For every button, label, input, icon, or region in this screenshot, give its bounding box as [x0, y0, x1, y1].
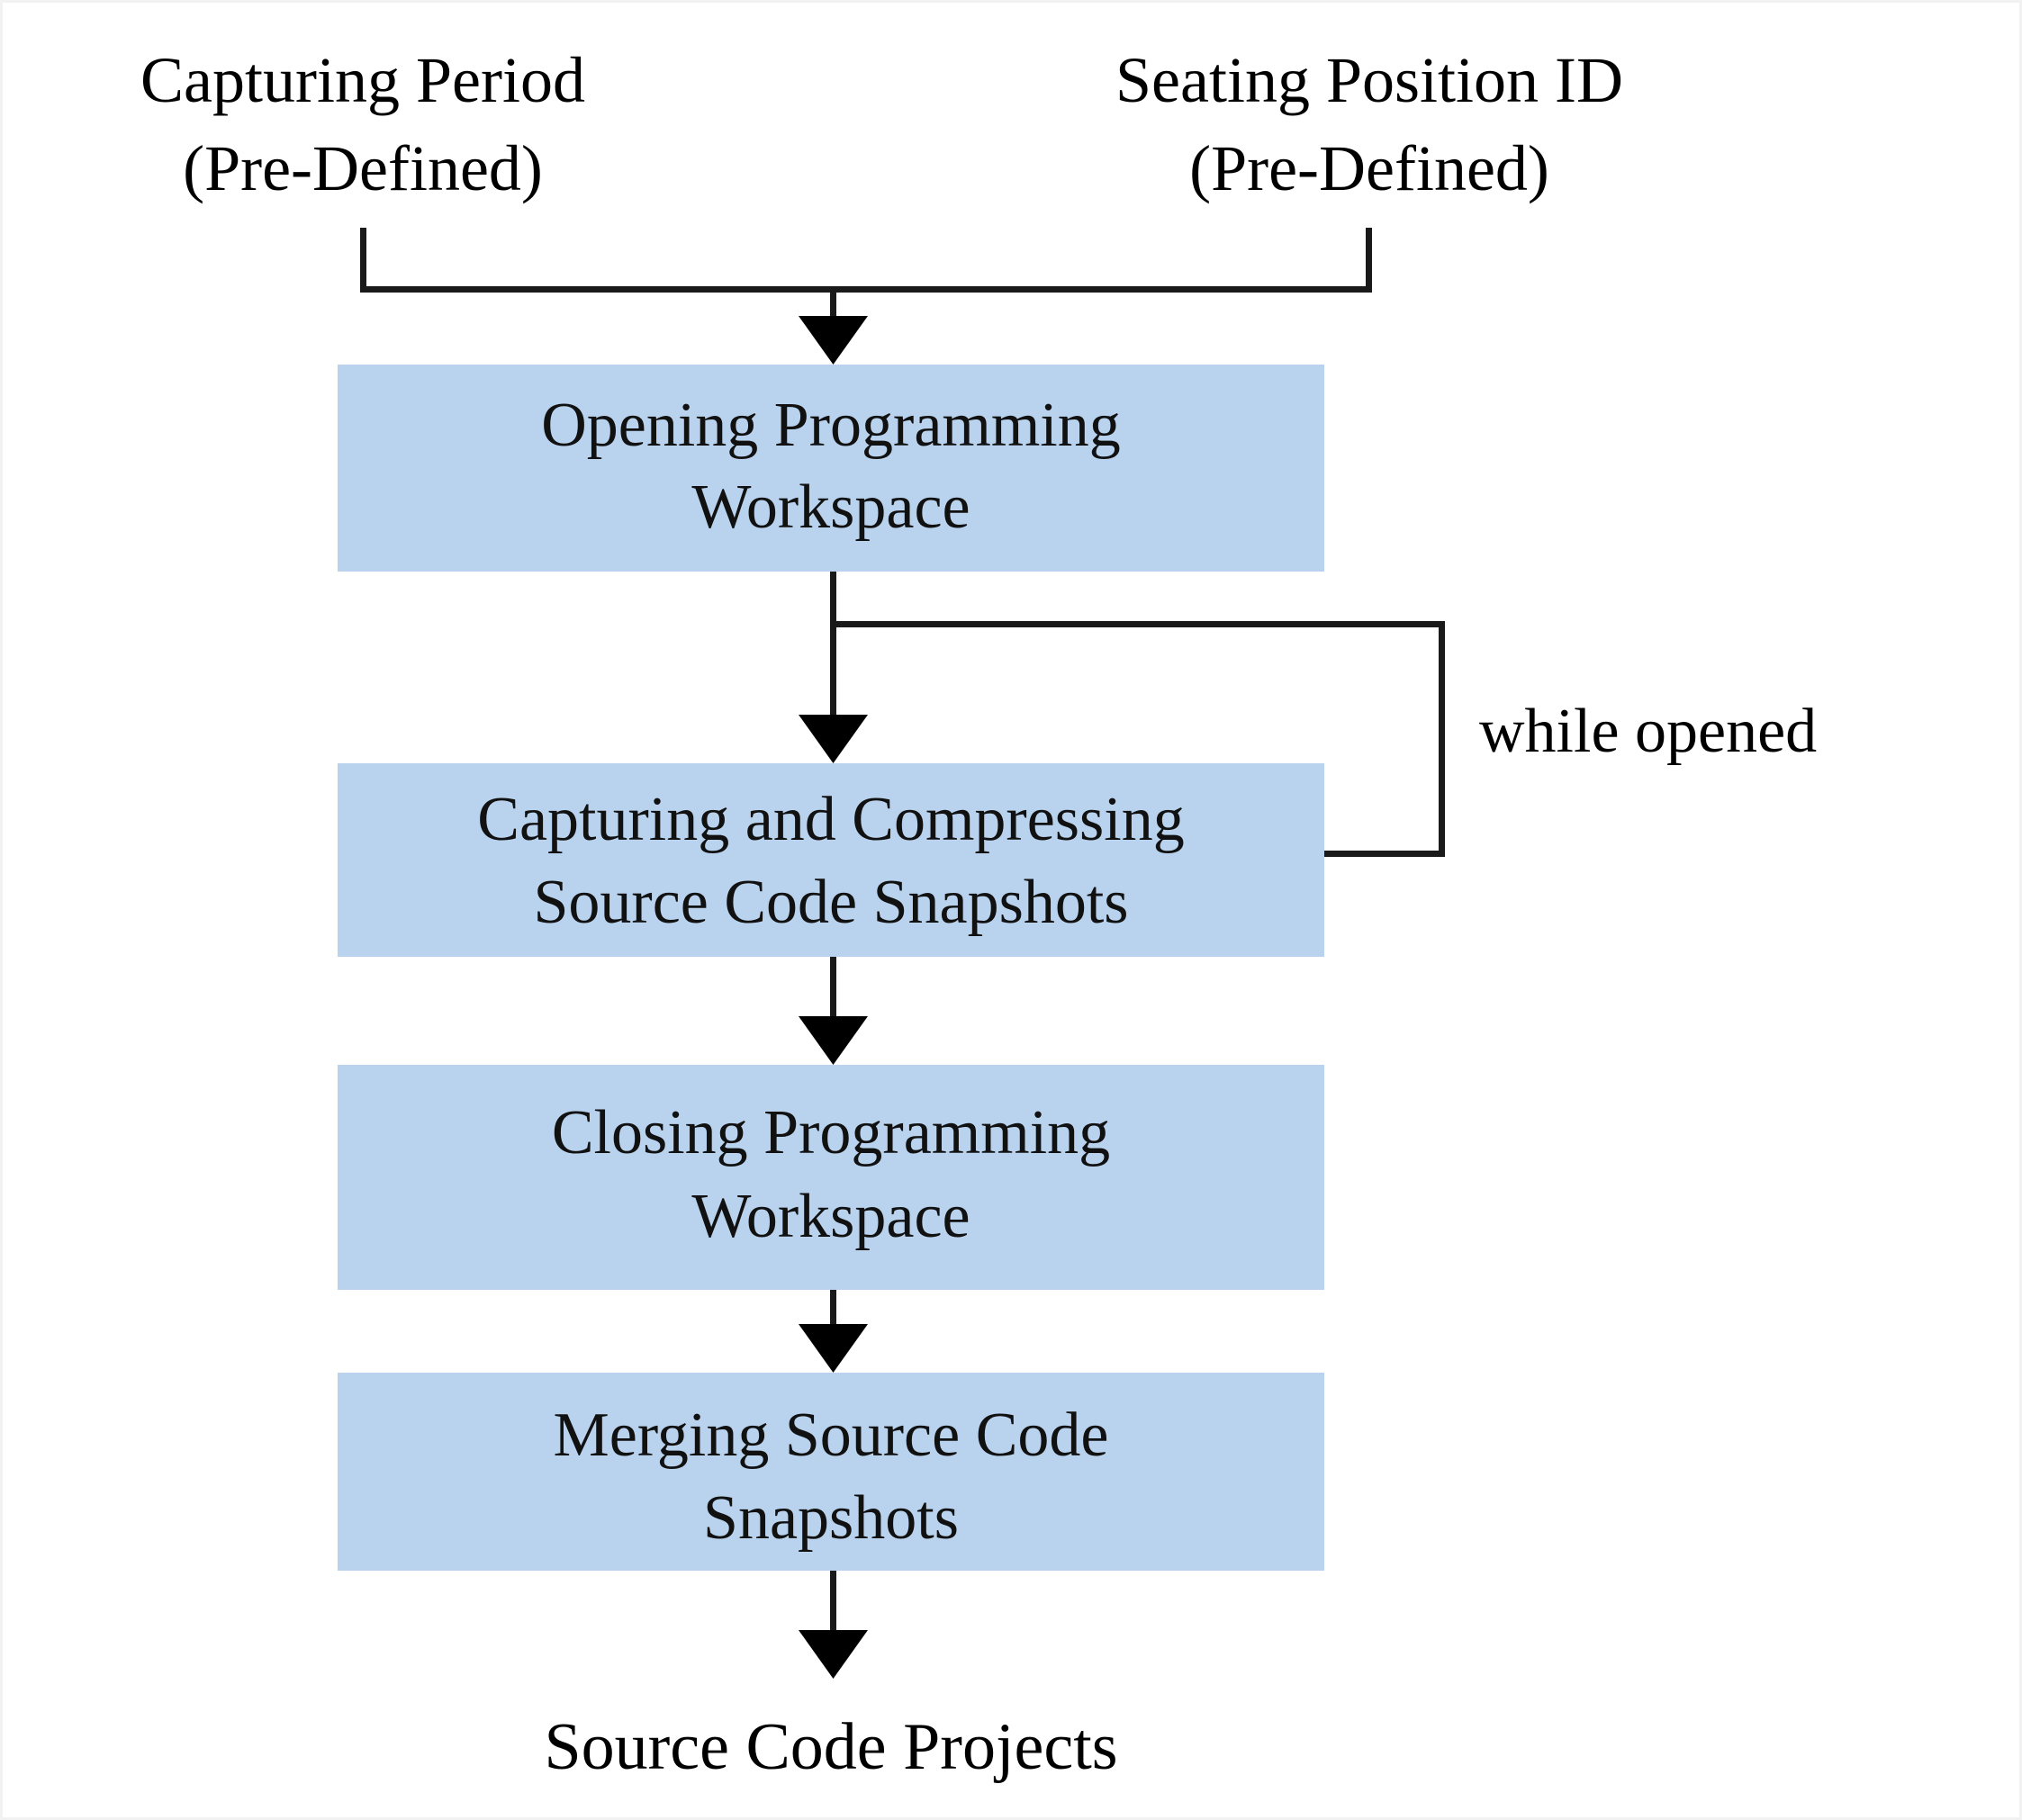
input-seating-position-id-line2: (Pre-Defined) [1189, 132, 1549, 204]
process-box-closing-workspace [338, 1065, 1324, 1290]
connector-merging-to-output [799, 1571, 868, 1679]
process-label-opening-workspace-line2: Workspace [691, 473, 970, 542]
process-box-opening-workspace [338, 365, 1324, 572]
arrow-down-icon-to-merging-snapshots [799, 1324, 868, 1373]
connector-opening-to-capturing [799, 572, 868, 763]
process-box-capturing-compressing [338, 763, 1324, 957]
process-node-closing-workspace: Closing Programming Workspace [338, 1065, 1324, 1290]
loop-label-while-opened: while opened [1479, 697, 1817, 766]
process-label-closing-workspace-line2: Workspace [691, 1182, 970, 1251]
process-node-opening-workspace: Opening Programming Workspace [338, 365, 1324, 572]
input-seating-position-id-line1: Seating Position ID [1115, 44, 1623, 116]
flowchart-canvas: Capturing Period (Pre-Defined) Seating P… [140, 44, 1817, 1784]
loop-connector-while-opened: while opened [831, 621, 1817, 857]
process-label-merging-snapshots-line2: Snapshots [703, 1483, 959, 1553]
process-node-capturing-compressing: Capturing and Compressing Source Code Sn… [338, 763, 1324, 957]
output-source-code-projects-text: Source Code Projects [544, 1710, 1117, 1784]
connector-capturing-to-closing [799, 957, 868, 1065]
output-label-source-code-projects: Source Code Projects [544, 1710, 1117, 1784]
arrow-down-icon-to-closing-workspace [799, 1016, 868, 1065]
process-label-capturing-compressing-line1: Capturing and Compressing [477, 785, 1184, 854]
arrow-down-icon-to-capturing-compressing [799, 715, 868, 763]
input-capturing-period-line2: (Pre-Defined) [183, 132, 543, 204]
input-label-capturing-period: Capturing Period (Pre-Defined) [140, 44, 585, 204]
process-box-merging-snapshots [338, 1373, 1324, 1571]
process-node-merging-snapshots: Merging Source Code Snapshots [338, 1373, 1324, 1571]
connector-closing-to-merging [799, 1290, 868, 1373]
input-label-seating-position-id: Seating Position ID (Pre-Defined) [1115, 44, 1623, 204]
process-label-opening-workspace-line1: Opening Programming [541, 391, 1121, 460]
arrow-down-icon-to-opening-workspace [799, 316, 868, 365]
process-label-closing-workspace-line1: Closing Programming [552, 1098, 1110, 1167]
input-merge-bracket-connector [360, 228, 1372, 365]
input-capturing-period-line1: Capturing Period [140, 44, 585, 116]
process-label-merging-snapshots-line1: Merging Source Code [554, 1401, 1109, 1470]
arrow-down-icon-to-source-code-projects [799, 1630, 868, 1679]
process-label-capturing-compressing-line2: Source Code Snapshots [533, 868, 1128, 937]
